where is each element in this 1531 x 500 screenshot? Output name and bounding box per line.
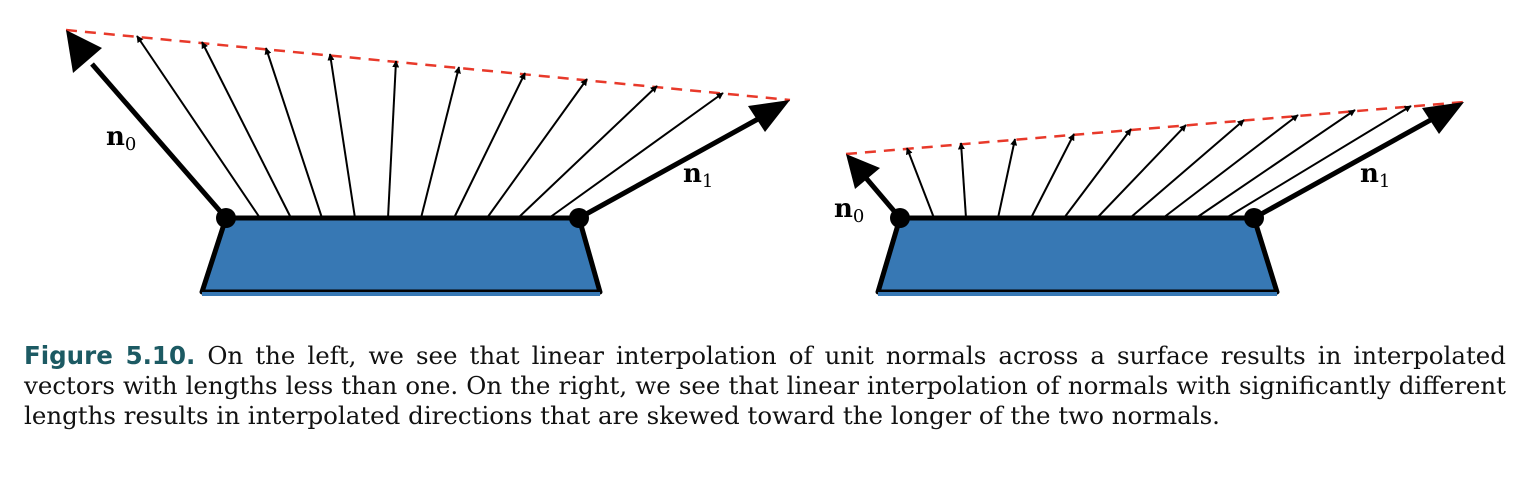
left-interpolated-normal-9: [517, 85, 658, 219]
right-guide-line: [845, 100, 1465, 156]
left-vertex-0: [216, 208, 236, 228]
left-guide-line: [65, 28, 791, 102]
right-n0-arrowhead: [846, 154, 880, 189]
right-interpolated-normal-9: [1195, 109, 1356, 219]
right-surface: [875, 215, 1280, 295]
left-interpolated-normal-2: [201, 41, 292, 219]
right-interpolated-normal-4: [1030, 133, 1075, 219]
figure-caption: Figure 5.10.On the left, we see that lin…: [24, 341, 1506, 431]
left-panel: n0 n1: [65, 28, 791, 296]
right-interpolated-normal-8: [1162, 114, 1299, 219]
right-interpolated-normals: [906, 105, 1412, 219]
caption-label: Figure 5.10.: [24, 341, 196, 370]
right-interpolated-normal-1: [906, 147, 935, 219]
right-vertex-1: [1244, 208, 1264, 228]
right-panel: n0 n1: [834, 100, 1465, 296]
right-n1-label: n1: [1360, 159, 1390, 192]
left-interpolated-normal-8: [486, 78, 588, 219]
left-surface: [199, 215, 603, 295]
left-interpolated-normals: [136, 35, 724, 219]
left-n1-arrowhead: [748, 100, 790, 132]
left-n0-arrowhead: [66, 30, 102, 73]
right-interpolated-normal-3: [997, 138, 1018, 219]
right-vertex-0: [890, 208, 910, 228]
right-interpolated-normal-2: [957, 142, 967, 219]
left-interpolated-normal-10: [548, 92, 724, 219]
left-n0-label: n0: [106, 122, 136, 155]
left-interpolated-normal-6: [420, 66, 461, 219]
right-interpolated-normal-10: [1225, 105, 1412, 219]
left-interpolated-normal-7: [453, 72, 526, 219]
left-interpolated-normal-3: [264, 47, 323, 219]
right-n0-label: n0: [834, 194, 864, 227]
left-n1-label: n1: [683, 159, 713, 192]
left-interpolated-normal-4: [327, 53, 356, 219]
caption-text: On the left, we see that linear interpol…: [24, 341, 1506, 430]
left-normal-n0: [90, 62, 228, 220]
right-interpolated-normal-6: [1096, 124, 1187, 219]
right-interpolated-normal-7: [1129, 119, 1245, 219]
right-interpolated-normal-5: [1063, 128, 1132, 219]
left-interpolated-normal-5: [387, 60, 400, 219]
left-interpolated-normal-1: [136, 35, 261, 219]
right-n1-arrowhead: [1422, 102, 1464, 134]
left-vertex-1: [569, 208, 589, 228]
figure-diagram: n0 n1 n0 n1: [65, 28, 1465, 296]
right-normal-n1: [1252, 114, 1438, 221]
left-normal-n1: [577, 116, 760, 221]
